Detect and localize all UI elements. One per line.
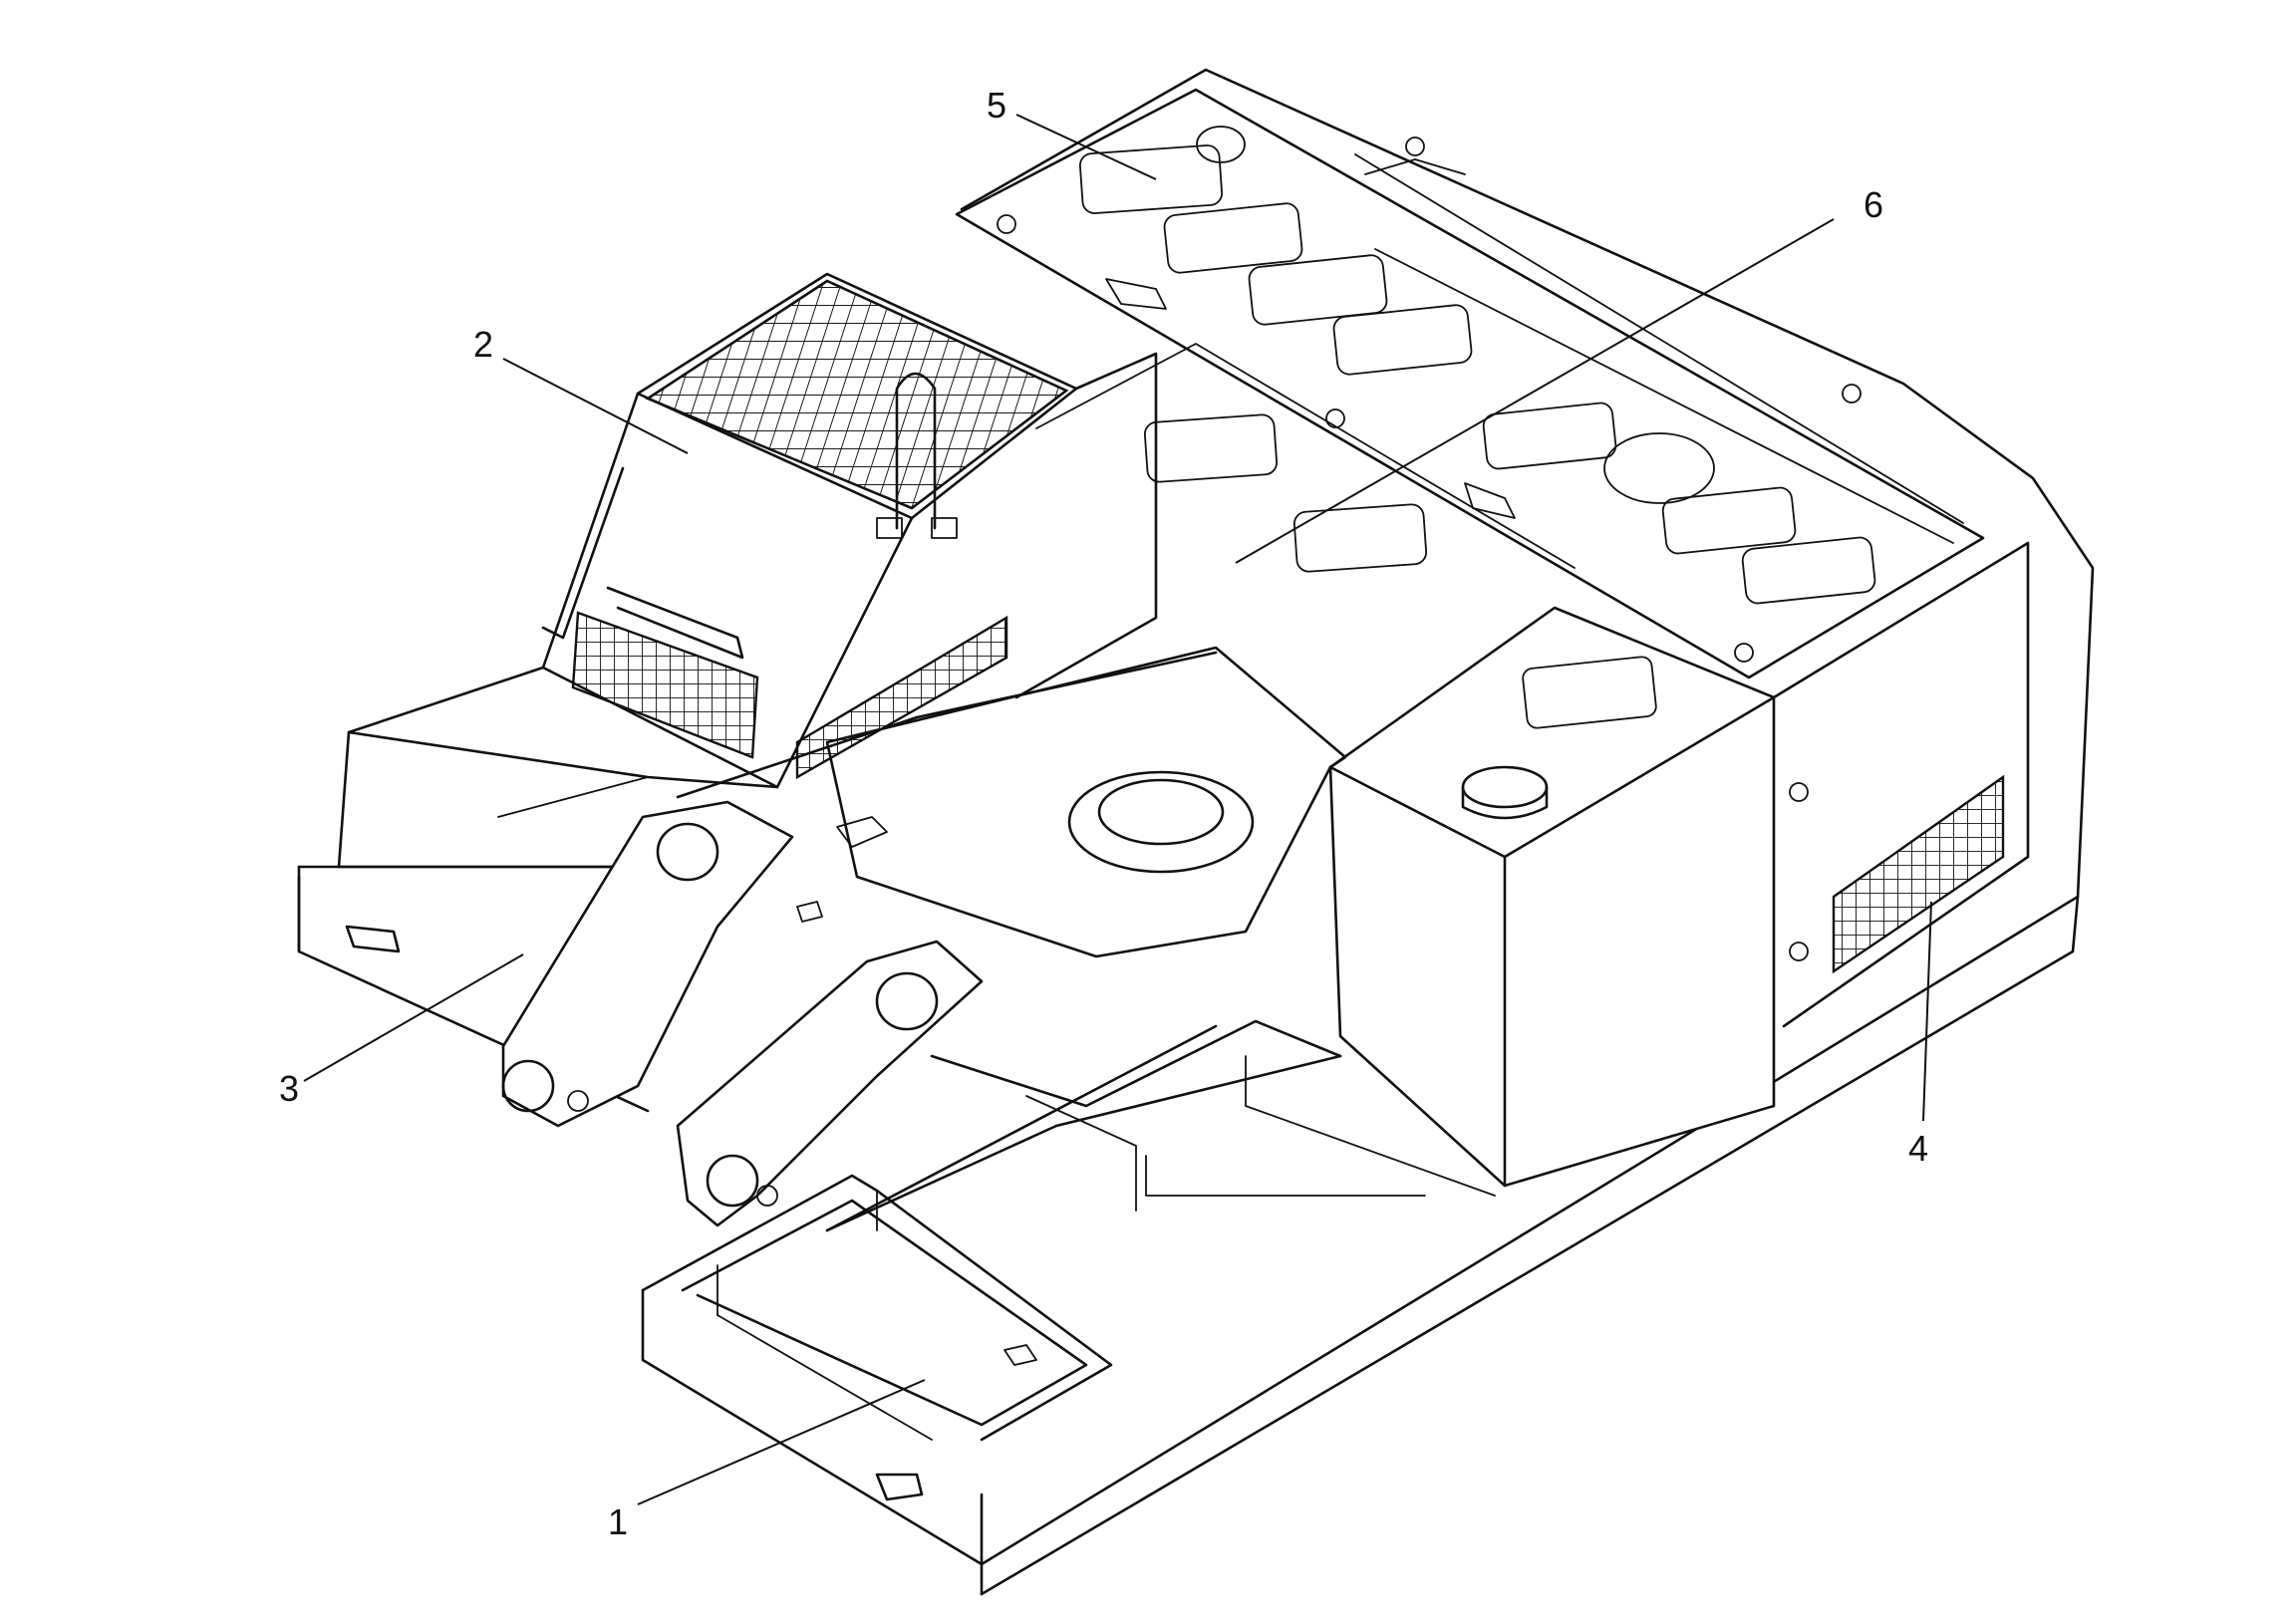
cab — [337, 272, 1158, 869]
callout-6: 6 — [1864, 184, 1883, 225]
leader-1 — [637, 1379, 926, 1505]
callout-1: 1 — [608, 1501, 628, 1542]
tank — [1328, 606, 1776, 1188]
leader-5 — [1015, 114, 1157, 180]
outer-frame — [297, 68, 2095, 1596]
callout-5: 5 — [987, 85, 1006, 126]
side-panel — [1772, 541, 2030, 1028]
leader-3 — [303, 953, 524, 1082]
callout-2: 2 — [473, 324, 493, 365]
boom-mount — [501, 646, 1496, 1232]
leader-lines — [303, 114, 1932, 1505]
callout-3: 3 — [279, 1068, 299, 1109]
callouts: 1 2 3 4 5 6 — [279, 85, 1928, 1542]
leader-6 — [1235, 218, 1835, 564]
leader-4 — [1922, 901, 1932, 1122]
callout-4: 4 — [1908, 1128, 1928, 1169]
leader-2 — [502, 358, 689, 454]
engine-covers — [955, 88, 1985, 679]
